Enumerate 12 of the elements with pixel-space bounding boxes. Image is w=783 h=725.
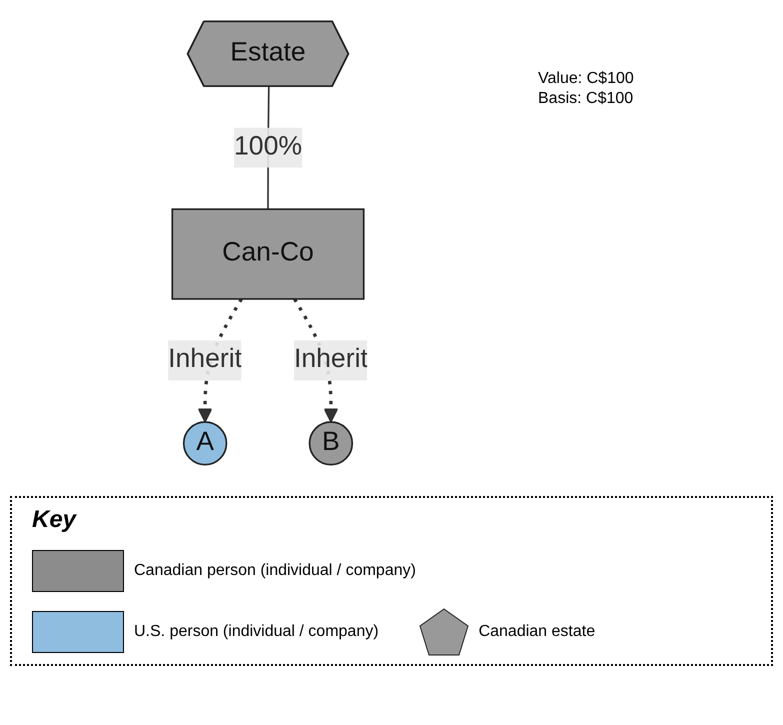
node-circle: A <box>182 421 228 466</box>
note-text: Value: C$100 <box>538 70 634 88</box>
note-text: Basis: C$100 <box>538 90 634 108</box>
edge-label: Inherit <box>168 346 242 374</box>
key-title: Key <box>32 506 78 534</box>
node-box: Can-Co <box>171 208 365 300</box>
legend-text: Canadian estate <box>478 623 596 641</box>
legend-text: U.S. person (individual / company) <box>134 623 379 641</box>
edge-label: Inherit <box>294 346 368 374</box>
edge-label: 100% <box>234 132 302 161</box>
legend-text: Canadian person (individual / company) <box>134 562 416 580</box>
node-circle: B <box>308 421 354 466</box>
